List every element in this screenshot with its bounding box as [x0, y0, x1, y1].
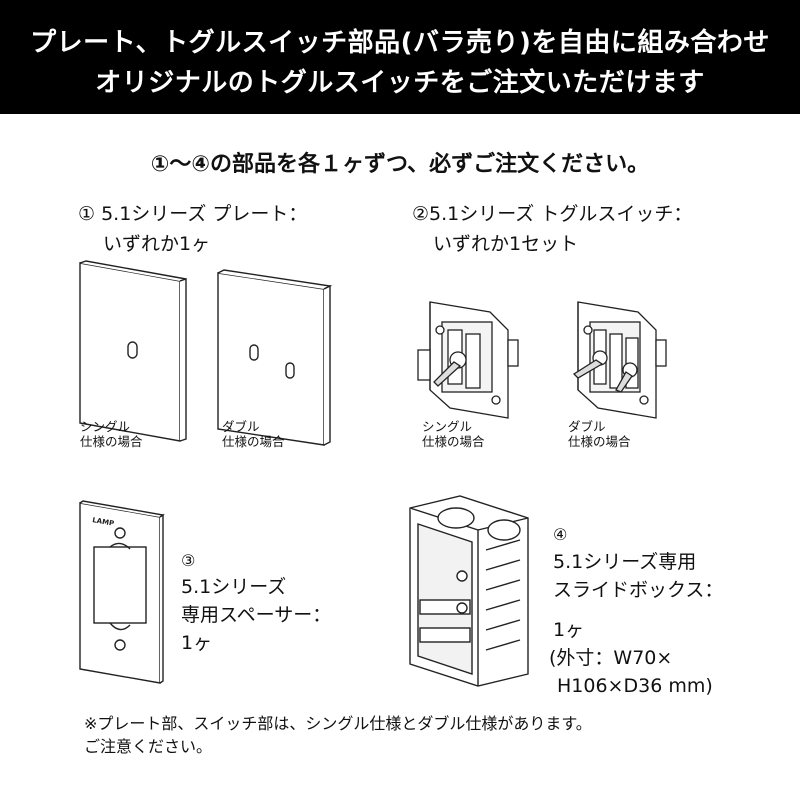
plate-title: ① 5.1シリーズ プレート： [78, 203, 308, 225]
slide-box-image [409, 495, 529, 687]
spacer-title-line-2: 専用スペーサー： [181, 604, 332, 626]
plate-single-caption: シングル 仕様の場合 [80, 419, 143, 449]
switch-quantity: いずれか1セット [433, 233, 579, 255]
spacer-title-line-1: 5.1シリーズ [181, 576, 287, 598]
order-instruction: ①〜④の部品を各１ヶずつ、必ずご注文ください。 [150, 152, 650, 177]
footnote: ※プレート部、スイッチ部は、シングル仕様とダブル仕様があります。 ご注意ください… [84, 712, 592, 758]
plate-illustrations [79, 260, 333, 446]
box-quantity: 1ヶ [553, 619, 585, 641]
box-dimensions-line-1: (外寸：W70× [549, 647, 673, 669]
switch-title: ②5.1シリーズ トグルスイッチ： [412, 203, 693, 225]
box-dimensions-line-2: H106×D36 mm) [557, 675, 713, 697]
header-line-1: プレート、トグルスイッチ部品(バラ売り)を自由に組み合わせ [30, 28, 770, 58]
plate-double-caption: ダブル 仕様の場合 [222, 419, 285, 449]
header-banner: プレート、トグルスイッチ部品(バラ売り)を自由に組み合わせ オリジナルのトグルス… [0, 0, 800, 114]
double-switch-image [572, 301, 667, 419]
box-title-line-2: スライドボックス： [553, 579, 724, 601]
switch-single-caption: シングル 仕様の場合 [422, 419, 485, 449]
footnote-line-2: ご注意ください。 [84, 737, 213, 756]
single-plate-image [79, 260, 187, 442]
single-switch-image [417, 301, 519, 419]
switch-illustrations [417, 301, 667, 419]
double-plate-image [217, 269, 333, 446]
header-line-2: オリジナルのトグルスイッチをご注文いただけます [95, 68, 705, 98]
box-title-line-1: 5.1シリーズ専用 [553, 551, 697, 573]
box-number: ④ [553, 525, 568, 544]
switch-double-caption: ダブル 仕様の場合 [568, 419, 631, 449]
plate-quantity: いずれか1ヶ [103, 233, 211, 255]
spacer-logo: LAMP [92, 516, 115, 528]
footnote-line-1: ※プレート部、スイッチ部は、シングル仕様とダブル仕様があります。 [84, 714, 592, 733]
spacer-number: ③ [181, 551, 196, 570]
spacer-quantity: 1ヶ [181, 632, 213, 654]
spacer-image: LAMP [79, 500, 165, 684]
